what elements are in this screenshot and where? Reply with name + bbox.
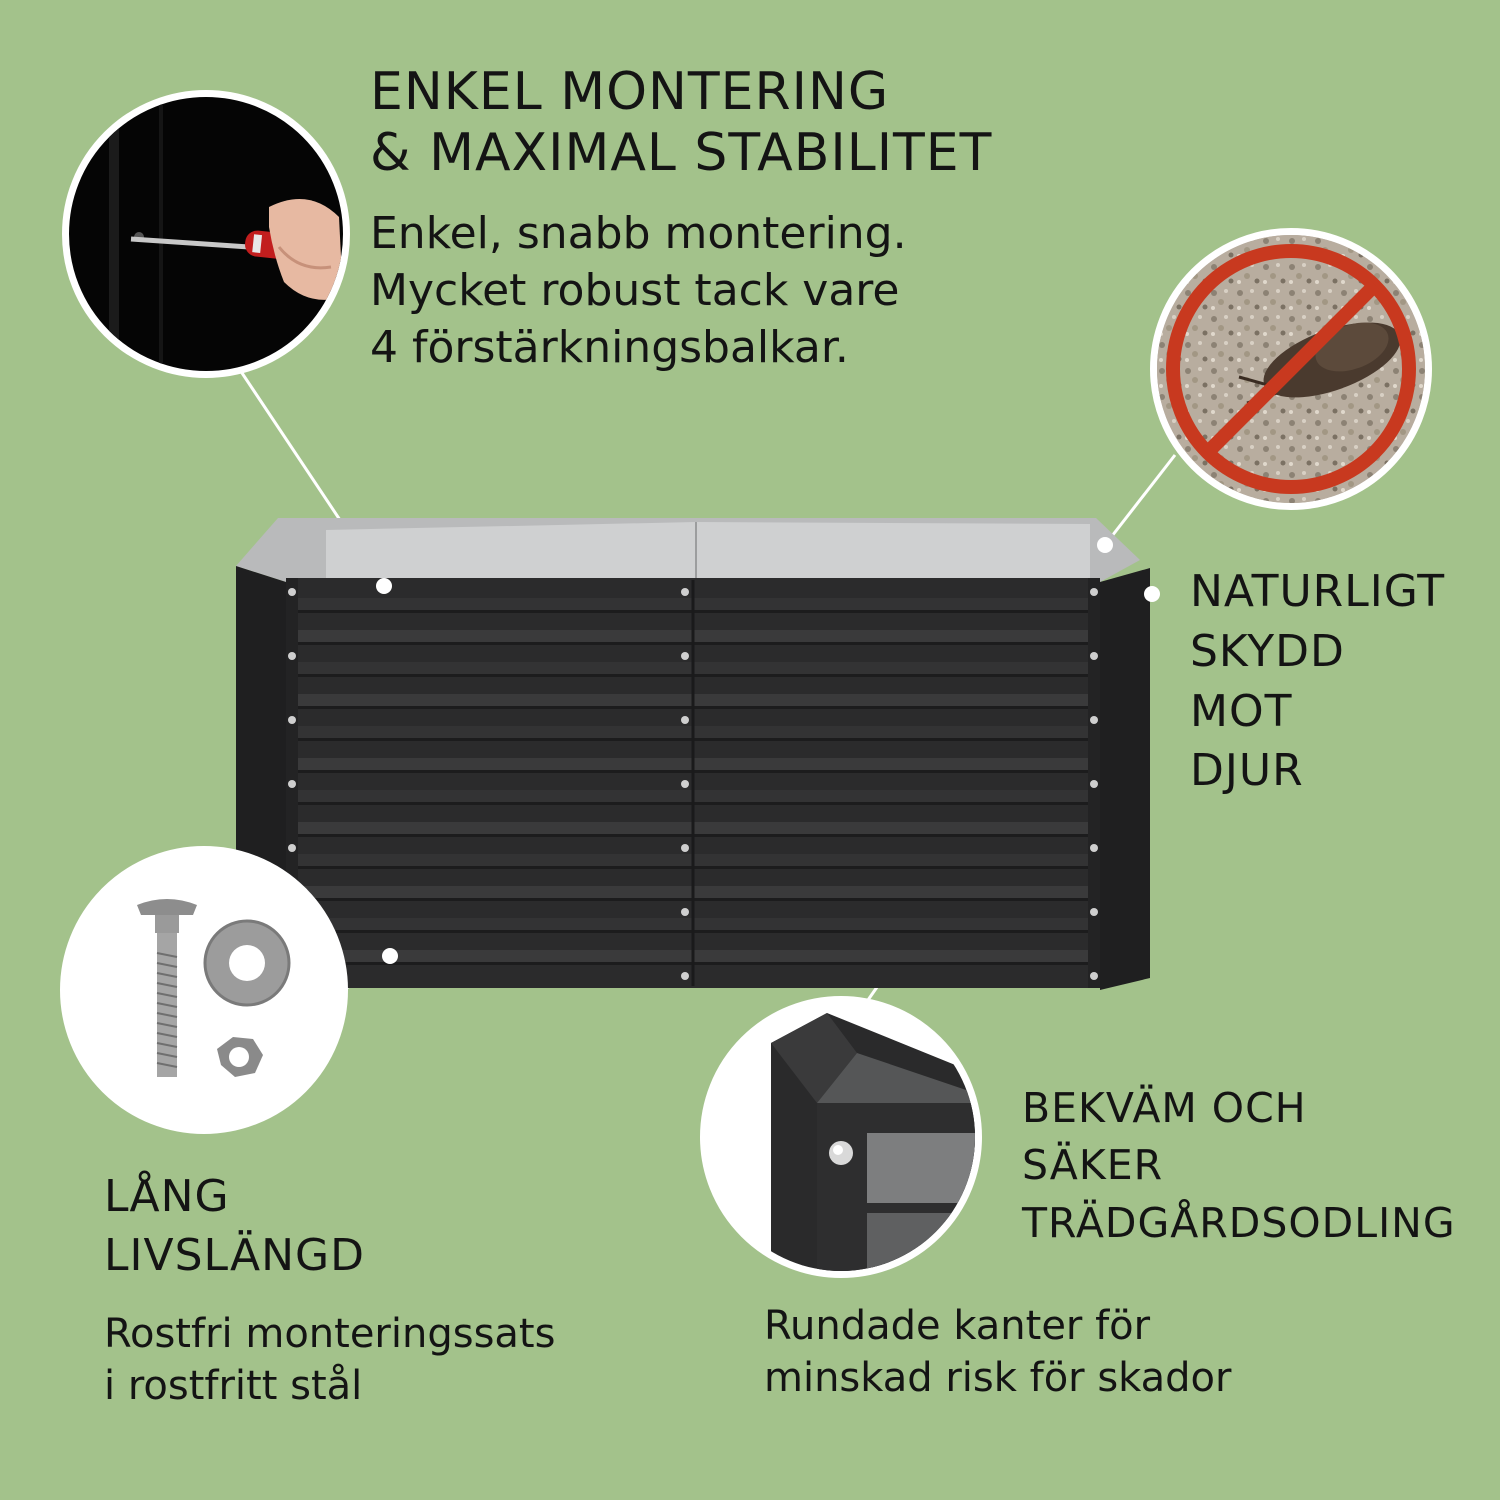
bottom-right-heading-line: SÄKER <box>1022 1141 1164 1190</box>
bottom-right-heading: BEKVÄM OCH SÄKER TRÄDGÅRDSODLING <box>1022 1080 1492 1252</box>
planter-screw <box>1090 844 1098 852</box>
top-feature: ENKEL MONTERING & MAXIMAL STABILITET Enk… <box>370 62 1090 376</box>
top-body-line: Mycket robust tack vare <box>370 264 900 316</box>
right-heading-line: DJUR <box>1190 745 1304 797</box>
planter-screw <box>1090 652 1098 660</box>
planter-screw <box>681 716 689 724</box>
planter-screw <box>681 844 689 852</box>
top-body-line: 4 förstärkningsbalkar. <box>370 322 849 374</box>
planter-screw <box>1090 588 1098 596</box>
connector-dot <box>1144 586 1160 602</box>
planter-box <box>236 518 1150 990</box>
top-heading-line: ENKEL MONTERING <box>370 62 890 122</box>
bottom-left-heading-line: LIVSLÄNGD <box>104 1229 366 1281</box>
planter-right-side <box>1100 568 1150 990</box>
planter-screw <box>681 652 689 660</box>
connector-dot <box>382 948 398 964</box>
bolt-washer-nut-icon <box>60 846 348 1134</box>
bottom-right-body: Rundade kanter för minskad risk för skad… <box>764 1300 1404 1404</box>
planter-screw <box>681 780 689 788</box>
bottom-right-body-line: minskad risk för skador <box>764 1355 1232 1401</box>
bottom-left-body-line: Rostfri monteringssats <box>104 1310 556 1357</box>
planter-screw <box>681 908 689 916</box>
planter-screw <box>1090 780 1098 788</box>
planter-screw <box>288 716 296 724</box>
right-heading-line: NATURLIGT <box>1190 566 1446 617</box>
planter-screw <box>288 780 296 788</box>
right-feature: NATURLIGT SKYDD MOT DJUR <box>1190 562 1490 801</box>
bottom-left-body: Rostfri monteringssats i rostfritt stål <box>104 1308 664 1412</box>
connector-dot <box>1097 537 1113 553</box>
planter-screw <box>288 588 296 596</box>
bottom-left-body-line: i rostfritt stål <box>104 1362 363 1409</box>
planter-screw <box>288 844 296 852</box>
bottom-left-heading: LÅNG LIVSLÄNGD <box>104 1168 664 1286</box>
no-slug-icon <box>1150 228 1432 510</box>
connector-line-right <box>1103 454 1177 546</box>
bottom-right-heading-line: TRÄDGÅRDSODLING <box>1022 1198 1456 1247</box>
bottom-left-heading-line: LÅNG <box>104 1171 230 1222</box>
right-heading-line: SKYDD <box>1190 625 1345 677</box>
planter-screw <box>681 972 689 980</box>
bottom-right-feature: BEKVÄM OCH SÄKER TRÄDGÅRDSODLING <box>1022 1080 1492 1252</box>
planter-screw <box>681 588 689 596</box>
top-heading-line: & MAXIMAL STABILITET <box>370 123 993 184</box>
right-heading-line: MOT <box>1190 685 1293 737</box>
connector-dots <box>376 537 1160 964</box>
bottom-right-body-line: Rundade kanter för <box>764 1303 1151 1349</box>
planter-screw <box>1090 972 1098 980</box>
screwdriver-icon <box>62 90 350 378</box>
top-body: Enkel, snabb montering. Mycket robust ta… <box>370 205 1090 377</box>
bottom-right-heading-line: BEKVÄM OCH <box>1022 1084 1307 1132</box>
right-heading: NATURLIGT SKYDD MOT DJUR <box>1190 562 1490 801</box>
planter-corner-icon <box>700 996 982 1278</box>
planter-screw <box>1090 716 1098 724</box>
bottom-left-feature: LÅNG LIVSLÄNGD Rostfri monteringssats i … <box>104 1168 664 1412</box>
bottom-right-body-block: Rundade kanter för minskad risk för skad… <box>764 1300 1404 1404</box>
planter-screw <box>288 652 296 660</box>
top-heading: ENKEL MONTERING & MAXIMAL STABILITET <box>370 62 1090 185</box>
planter-top-rim <box>326 522 1090 580</box>
connector-dot <box>376 578 392 594</box>
top-body-line: Enkel, snabb montering. <box>370 207 907 259</box>
planter-screw <box>1090 908 1098 916</box>
